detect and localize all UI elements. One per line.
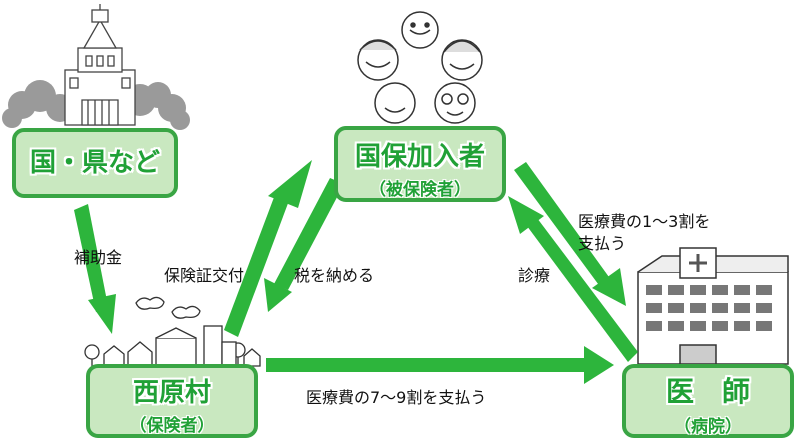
node-village: 西原村 （保険者）	[86, 364, 258, 438]
village-illustration	[84, 296, 261, 367]
node-insured-sublabel: （被保険者）	[369, 180, 471, 200]
edge-label-copay-line1: 医療費の1～3割を	[578, 212, 711, 231]
arrow-village-payment	[266, 346, 614, 384]
arrow-card-issue	[224, 160, 312, 337]
edge-label-subsidy: 補助金	[74, 248, 123, 267]
edge-label-copay-line2: 支払う	[578, 234, 627, 253]
node-insured-label: 国保加入者	[354, 142, 485, 172]
node-doctor: 医 師 （病院）	[622, 364, 794, 438]
edge-label-treatment: 診療	[518, 266, 551, 285]
arrow-pay-tax	[264, 178, 344, 312]
edge-label-pay-tax: 税を納める	[294, 266, 375, 285]
node-doctor-sublabel: （病院）	[674, 417, 742, 437]
node-government: 国・県など	[12, 128, 178, 198]
insured-people-illustration	[357, 11, 483, 124]
node-village-sublabel: （保険者）	[129, 416, 215, 436]
node-government-label: 国・県など	[29, 148, 160, 178]
arrow-treatment	[508, 196, 638, 362]
arrow-copay	[514, 162, 626, 306]
node-doctor-label: 医 師	[665, 375, 750, 408]
hospital-illustration	[637, 247, 789, 365]
diet-building-illustration	[2, 4, 190, 130]
edge-label-card-issue: 保険証交付	[164, 266, 245, 285]
flow-arrows	[74, 160, 638, 384]
node-insured: 国保加入者 （被保険者）	[334, 126, 506, 202]
arrow-subsidy	[74, 204, 116, 334]
node-village-label: 西原村	[132, 378, 211, 408]
edge-label-village-payment: 医療費の7～9割を支払う	[306, 388, 487, 407]
